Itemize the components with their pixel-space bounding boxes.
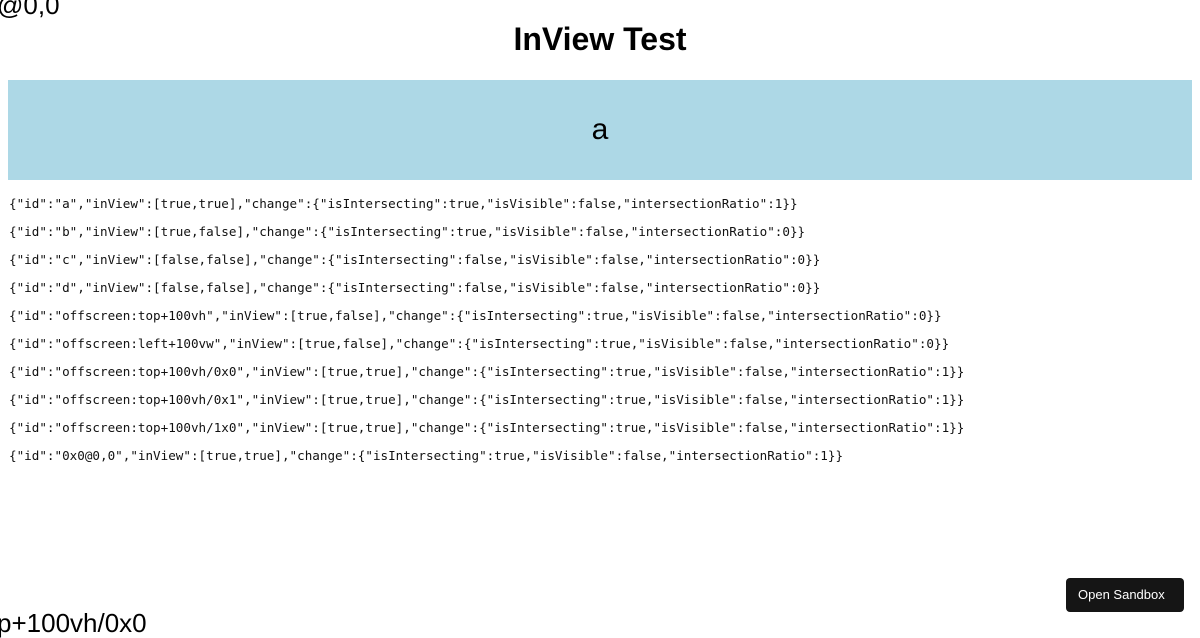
log-line: {"id":"offscreen:top+100vh/1x0","inView"…	[9, 420, 965, 435]
page-title: InView Test	[513, 21, 687, 57]
log-line: {"id":"a","inView":[true,true],"change":…	[9, 196, 798, 211]
log-list: {"id":"a","inView":[true,true],"change":…	[9, 190, 1189, 470]
offscreen-label: p+100vh/0x0	[0, 608, 147, 638]
log-line: {"id":"c","inView":[false,false],"change…	[9, 252, 821, 267]
log-line: {"id":"offscreen:left+100vw","inView":[t…	[9, 336, 950, 351]
box-label: a	[591, 113, 609, 146]
log-line: {"id":"d","inView":[false,false],"change…	[9, 280, 821, 295]
log-line: {"id":"0x0@0,0","inView":[true,true],"ch…	[9, 448, 844, 463]
log-line: {"id":"offscreen:top+100vh/0x1","inView"…	[9, 392, 965, 407]
log-line: {"id":"b","inView":[true,false],"change"…	[9, 224, 806, 239]
open-sandbox-button[interactable]: Open Sandbox	[1066, 578, 1184, 612]
log-line: {"id":"offscreen:top+100vh/0x0","inView"…	[9, 364, 965, 379]
corner-label: @0,0	[0, 0, 60, 20]
inview-box-a: a	[8, 80, 1192, 180]
log-line: {"id":"offscreen:top+100vh","inView":[tr…	[9, 308, 942, 323]
